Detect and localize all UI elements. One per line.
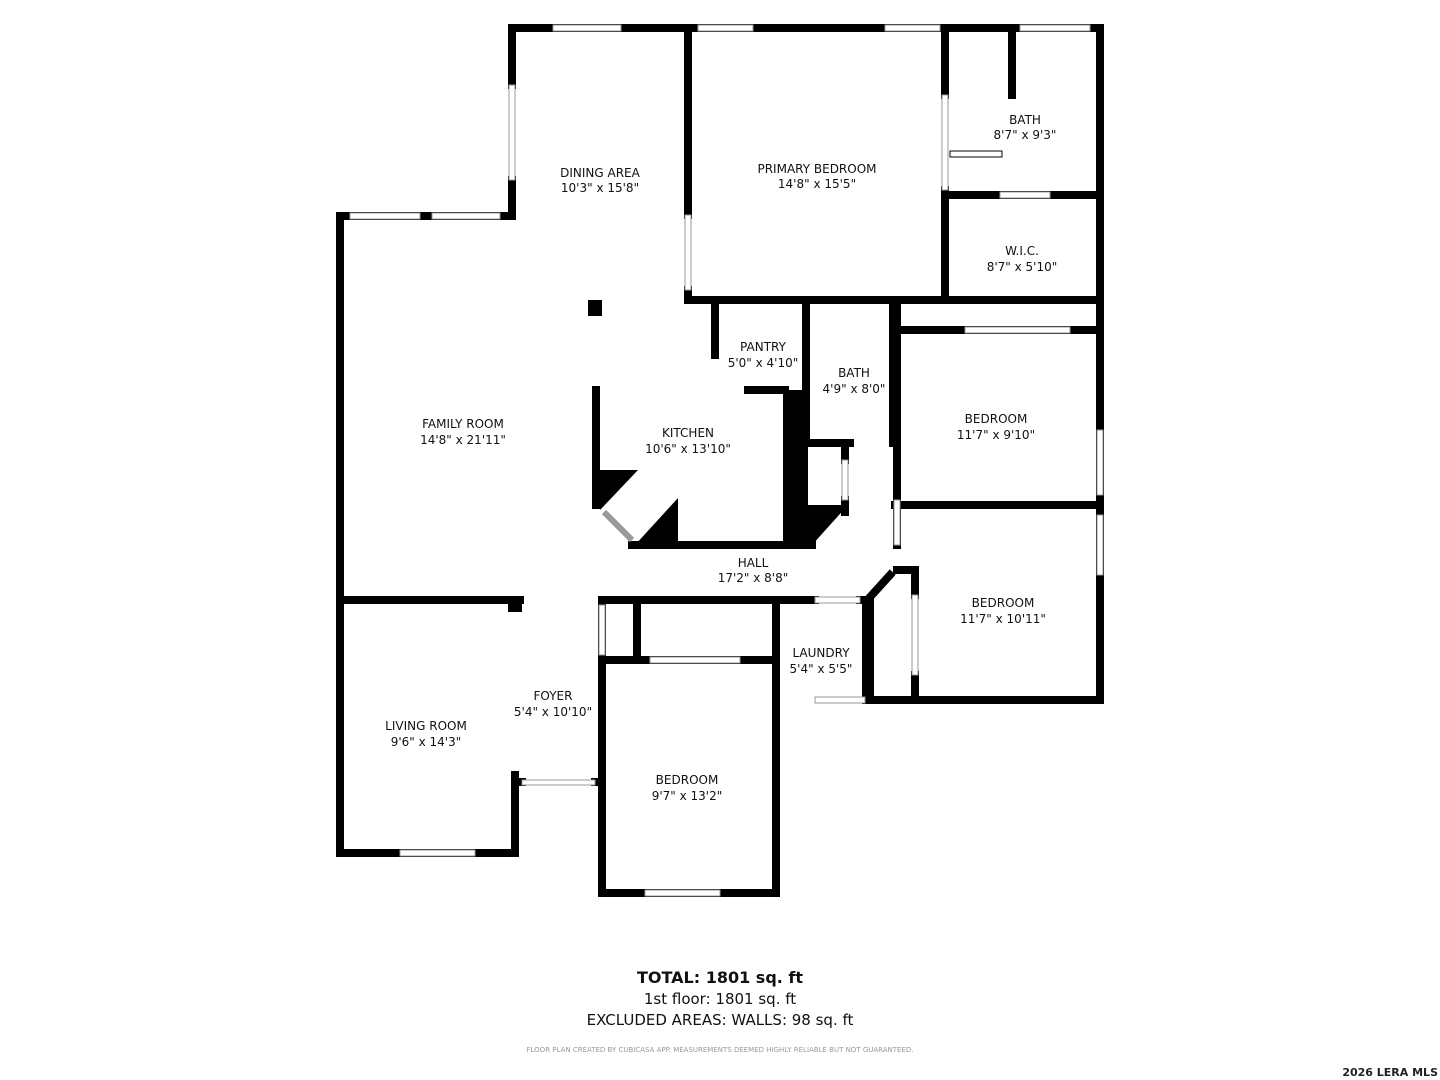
room-bedroom-3: BEDROOM 11'7" x 10'11"	[960, 596, 1046, 626]
walls	[336, 24, 1104, 897]
room-bedroom-4: BEDROOM 9'7" x 13'2"	[652, 773, 723, 803]
svg-text:14'8" x 15'5": 14'8" x 15'5"	[778, 177, 856, 191]
excluded-areas: EXCLUDED AREAS: WALLS: 98 sq. ft	[586, 1011, 854, 1029]
svg-text:8'7" x 9'3": 8'7" x 9'3"	[994, 128, 1057, 142]
room-bedroom-2: BEDROOM 11'7" x 9'10"	[957, 412, 1035, 442]
svg-text:8'7" x 5'10": 8'7" x 5'10"	[987, 260, 1058, 274]
room-living-room: LIVING ROOM 9'6" x 14'3"	[385, 719, 467, 749]
svg-text:10'3" x 15'8": 10'3" x 15'8"	[561, 181, 639, 195]
svg-text:PANTRY: PANTRY	[740, 340, 787, 354]
first-floor-area: 1st floor: 1801 sq. ft	[643, 990, 797, 1008]
svg-text:5'4" x 10'10": 5'4" x 10'10"	[514, 705, 592, 719]
svg-text:9'6" x 14'3": 9'6" x 14'3"	[391, 735, 462, 749]
room-family-room: FAMILY ROOM 14'8" x 21'11"	[420, 417, 506, 447]
room-pantry: PANTRY 5'0" x 4'10"	[728, 340, 799, 370]
svg-text:W.I.C.: W.I.C.	[1005, 244, 1039, 258]
windows	[349, 24, 1104, 897]
svg-text:HALL: HALL	[738, 556, 769, 570]
svg-text:BEDROOM: BEDROOM	[656, 773, 719, 787]
svg-text:BATH: BATH	[1009, 113, 1041, 127]
svg-text:BEDROOM: BEDROOM	[965, 412, 1028, 426]
svg-text:5'0" x 4'10": 5'0" x 4'10"	[728, 356, 799, 370]
svg-text:17'2" x 8'8": 17'2" x 8'8"	[718, 571, 789, 585]
svg-text:BATH: BATH	[838, 366, 870, 380]
svg-text:FAMILY ROOM: FAMILY ROOM	[422, 417, 504, 431]
room-wic: W.I.C. 8'7" x 5'10"	[987, 244, 1058, 274]
credit-note: FLOOR PLAN CREATED BY CUBICASA APP. MEAS…	[526, 1046, 914, 1054]
room-laundry: LAUNDRY 5'4" x 5'5"	[790, 646, 853, 676]
svg-text:9'7" x 13'2": 9'7" x 13'2"	[652, 789, 723, 803]
room-foyer: FOYER 5'4" x 10'10"	[514, 689, 592, 719]
svg-text:11'7" x 10'11": 11'7" x 10'11"	[960, 612, 1046, 626]
room-bath: BATH 4'9" x 8'0"	[823, 366, 886, 396]
svg-text:BEDROOM: BEDROOM	[972, 596, 1035, 610]
svg-text:11'7" x 9'10": 11'7" x 9'10"	[957, 428, 1035, 442]
watermark: 2026 LERA MLS	[1342, 1066, 1438, 1079]
svg-text:DINING AREA: DINING AREA	[560, 166, 641, 180]
svg-text:4'9" x 8'0": 4'9" x 8'0"	[823, 382, 886, 396]
svg-text:LIVING ROOM: LIVING ROOM	[385, 719, 467, 733]
room-kitchen: KITCHEN 10'6" x 13'10"	[645, 426, 731, 456]
svg-text:PRIMARY BEDROOM: PRIMARY BEDROOM	[757, 162, 876, 176]
svg-text:14'8" x 21'11": 14'8" x 21'11"	[420, 433, 506, 447]
svg-text:FOYER: FOYER	[534, 689, 573, 703]
total-area: TOTAL: 1801 sq. ft	[636, 968, 804, 987]
svg-text:LAUNDRY: LAUNDRY	[792, 646, 850, 660]
svg-text:KITCHEN: KITCHEN	[662, 426, 714, 440]
svg-text:5'4" x 5'5": 5'4" x 5'5"	[790, 662, 853, 676]
svg-text:10'6" x 13'10": 10'6" x 13'10"	[645, 442, 731, 456]
